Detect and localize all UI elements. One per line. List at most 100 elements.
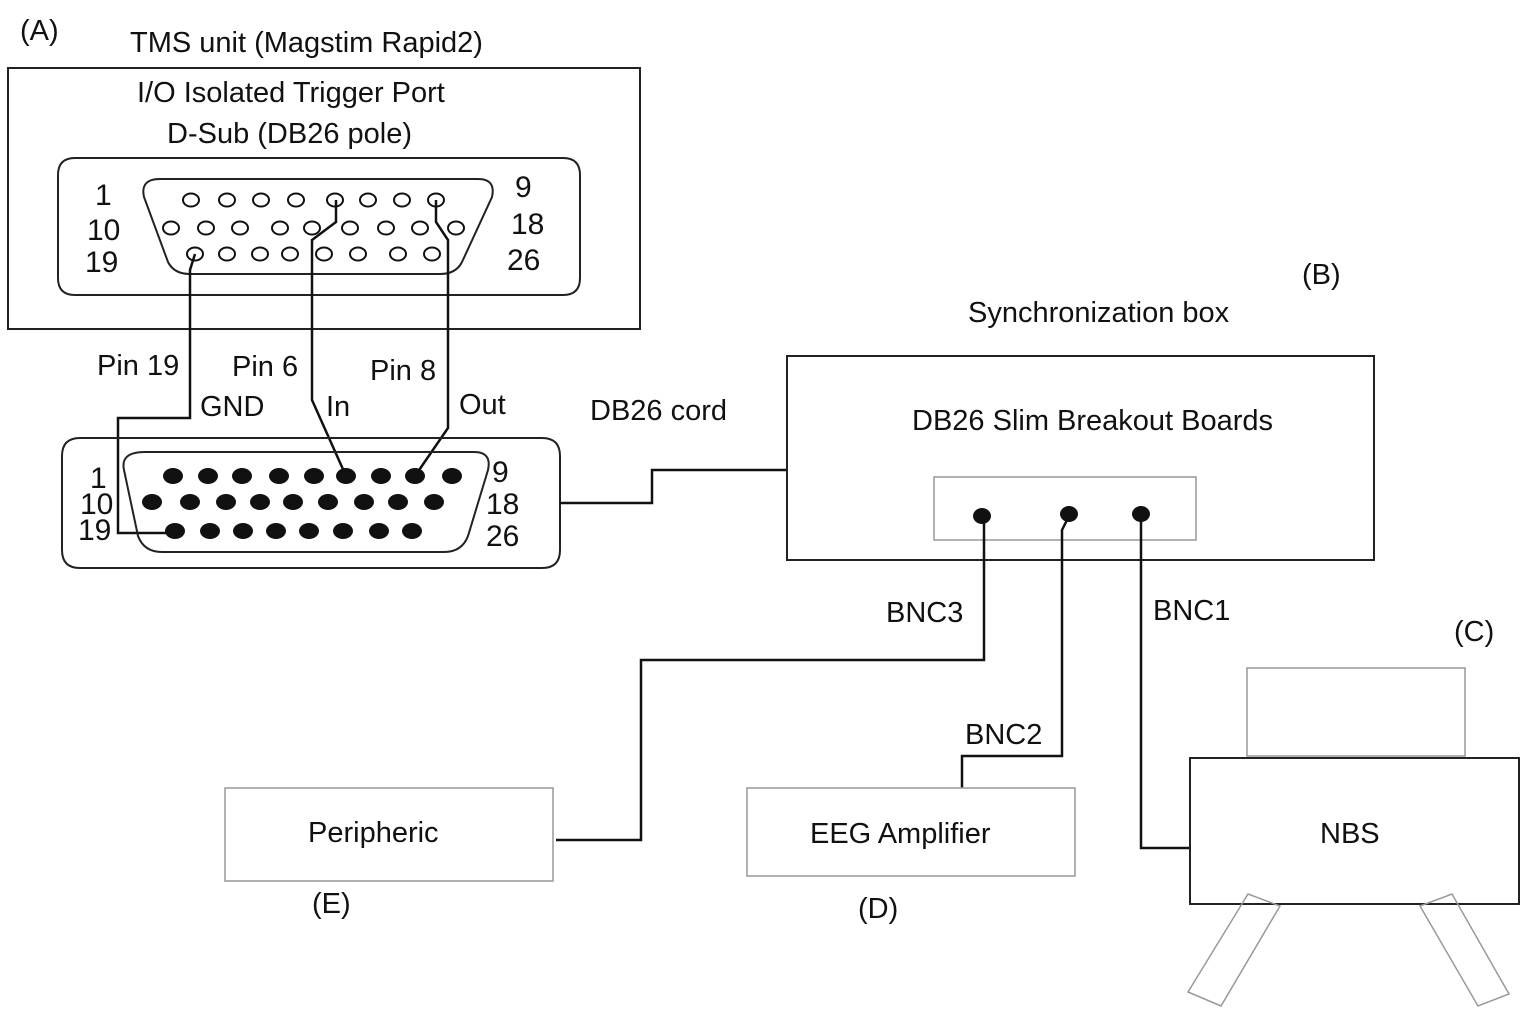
db26-cord-label: DB26 cord (590, 395, 727, 427)
peripheric-label: Peripheric (308, 817, 439, 849)
cable-pin-r2-9 (424, 494, 444, 510)
nbs-left-leg (1186, 893, 1282, 1007)
tms-hole-r3-2 (218, 246, 236, 262)
panel-label-b: (B) (1302, 259, 1341, 291)
cable-pin-r1-9 (442, 468, 462, 484)
tms-hole-r3-5 (315, 246, 333, 262)
trigger-port-label: I/O Isolated Trigger Port (137, 77, 445, 109)
cable-row-left-1: 1 (90, 462, 107, 495)
eeg-amplifier-label: EEG Amplifier (810, 818, 991, 850)
tms-hole-r3-6 (349, 246, 367, 262)
cable-pin-r1-5 (304, 468, 324, 484)
tms-row-right-9: 9 (515, 171, 532, 204)
cable-row-right-26: 26 (486, 520, 519, 553)
cable-row-left-19: 19 (78, 514, 111, 547)
cable-pin-r2-5 (283, 494, 303, 510)
cable-row-right-9: 9 (492, 456, 509, 489)
cable-pin-r3-1 (165, 523, 185, 539)
bnc3-connector (973, 508, 991, 524)
tms-hole-r2-9 (447, 220, 465, 236)
peripheric-box (224, 787, 554, 882)
cable-pin-r1-6 (336, 468, 356, 484)
tms-dsub-holes (162, 192, 465, 262)
tms-hole-r3-8 (423, 246, 441, 262)
cable-pin-r1-1 (163, 468, 183, 484)
bnc3-label: BNC3 (886, 597, 963, 629)
tms-hole-r1-3 (252, 192, 270, 208)
tms-hole-r1-6 (359, 192, 377, 208)
bnc1-cable (1139, 518, 1190, 850)
wire-pin19-gnd (116, 253, 197, 535)
cable-pin-r3-8 (402, 523, 422, 539)
bnc1-connector (1132, 506, 1150, 522)
tms-unit-box (7, 67, 641, 330)
nbs-box (1189, 757, 1520, 905)
tms-hole-r2-3 (231, 220, 249, 236)
nbs-right-leg (1418, 893, 1511, 1007)
cable-row-left-10: 10 (80, 488, 113, 521)
pin-6-label: Pin 6 (232, 351, 298, 383)
cable-pin-r2-1 (142, 494, 162, 510)
cable-pin-r3-2 (200, 523, 220, 539)
cable-pin-r3-6 (333, 523, 353, 539)
cable-pin-r2-4 (250, 494, 270, 510)
cable-dsub-shell (61, 437, 561, 569)
tms-row-left-19: 19 (85, 246, 118, 279)
sync-box-title: Synchronization box (968, 297, 1230, 329)
cable-pin-r1-3 (232, 468, 252, 484)
pin-8-label: Pin 8 (370, 355, 436, 387)
cable-pin-r2-8 (388, 494, 408, 510)
tms-hole-r2-7 (377, 220, 395, 236)
tms-hole-r1-1 (182, 192, 200, 208)
cable-pin-r1-8 (405, 468, 425, 484)
panel-label-e: (E) (312, 888, 351, 920)
bnc2-label: BNC2 (965, 719, 1042, 751)
cable-dsub-face (122, 451, 490, 553)
cable-pin-r2-2 (180, 494, 200, 510)
bnc2-cable (960, 517, 1070, 788)
tms-hole-r2-5 (303, 220, 321, 236)
tms-unit-title: TMS unit (Magstim Rapid2) (130, 27, 483, 59)
breakout-board-label: DB26 Slim Breakout Boards (912, 405, 1273, 437)
out-label: Out (459, 389, 506, 421)
cable-pin-r1-7 (371, 468, 391, 484)
db26-cord-line (560, 468, 786, 505)
tms-hole-r1-4 (287, 192, 305, 208)
tms-hole-r2-1 (162, 220, 180, 236)
cable-pin-r2-6 (318, 494, 338, 510)
sync-box (786, 355, 1375, 561)
cable-pin-r1-4 (269, 468, 289, 484)
cable-pin-r3-7 (369, 523, 389, 539)
eeg-amplifier-box (746, 787, 1076, 877)
in-label: In (326, 391, 350, 423)
panel-label-c: (C) (1454, 616, 1494, 648)
tms-dsub-face (142, 178, 494, 275)
tms-row-left-1: 1 (95, 179, 112, 212)
pin-19-label: Pin 19 (97, 350, 179, 382)
panel-label-d: (D) (858, 893, 898, 925)
cable-pin-r2-3 (216, 494, 236, 510)
tms-row-right-18: 18 (511, 208, 544, 241)
bnc2-connector (1060, 506, 1078, 522)
wire-pin8-out (413, 200, 450, 477)
tms-hole-r3-4 (281, 246, 299, 262)
cable-dsub-pins (142, 468, 462, 539)
tms-hole-r2-8 (411, 220, 429, 236)
tms-hole-r2-2 (197, 220, 215, 236)
tms-hole-r2-4 (271, 220, 289, 236)
panel-label-a: (A) (20, 15, 59, 47)
tms-hole-r3-3 (251, 246, 269, 262)
wire-pin6-in (310, 200, 348, 477)
tms-dsub-shell (57, 157, 581, 296)
tms-hole-r1-2 (218, 192, 236, 208)
cable-row-right-18: 18 (486, 488, 519, 521)
nbs-label: NBS (1320, 818, 1380, 850)
dsub-label: D-Sub (DB26 pole) (167, 118, 412, 150)
nbs-monitor (1246, 667, 1466, 757)
tms-hole-r2-6 (341, 220, 359, 236)
tms-hole-r1-7 (393, 192, 411, 208)
cable-pin-r1-2 (198, 468, 218, 484)
bnc3-cable (556, 520, 986, 842)
gnd-label: GND (200, 391, 264, 423)
